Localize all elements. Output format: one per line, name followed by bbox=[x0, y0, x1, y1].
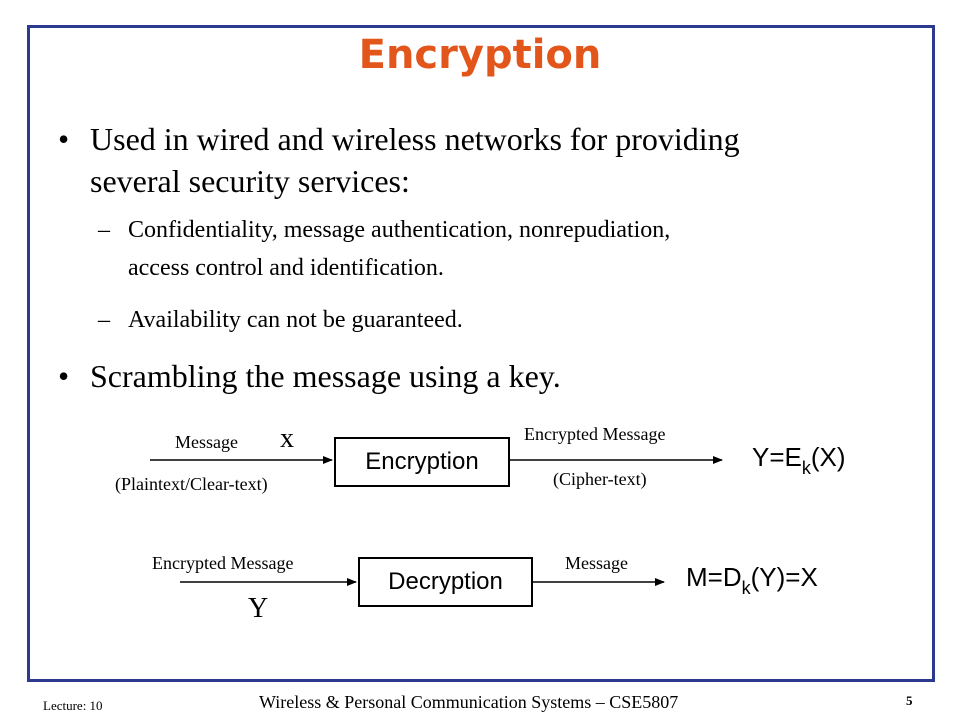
bullet-text-line: several security services: bbox=[90, 163, 410, 199]
subbullet-dash: – bbox=[98, 217, 110, 243]
bullet-dot: • bbox=[58, 121, 70, 157]
subbullet-text-line: Availability can not be guaranteed. bbox=[128, 307, 463, 333]
decryption-input-label: Encrypted Message bbox=[152, 553, 294, 573]
footer-lecture: Lecture: 10 bbox=[43, 698, 103, 713]
decryption-box: Decryption bbox=[358, 557, 533, 607]
encryption-input-label: Message bbox=[175, 432, 238, 452]
decryption-output-label: Message bbox=[565, 553, 628, 573]
footer-page-number: 5 bbox=[906, 693, 913, 708]
bullet-text-line: Used in wired and wireless networks for … bbox=[90, 121, 740, 157]
decryption-input-variable: Y bbox=[248, 593, 269, 624]
subbullet-text-line: access control and identification. bbox=[128, 255, 444, 281]
decryption-formula: M=Dk(Y)=X bbox=[686, 562, 818, 599]
bullet-dot: • bbox=[58, 358, 70, 394]
decryption-box-label: Decryption bbox=[388, 568, 503, 595]
bullet-text-line: Scrambling the message using a key. bbox=[90, 358, 561, 394]
formula-text: (Y)=X bbox=[750, 562, 818, 592]
slide-frame bbox=[27, 25, 935, 682]
encryption-output-sublabel: (Cipher-text) bbox=[553, 469, 647, 489]
subbullet-text-line: Confidentiality, message authentication,… bbox=[128, 217, 671, 243]
encryption-formula: Y=Ek(X) bbox=[752, 442, 846, 479]
formula-text: (X) bbox=[810, 442, 846, 472]
encryption-box: Encryption bbox=[334, 437, 510, 487]
formula-subscript: k bbox=[741, 578, 751, 598]
slide-title: Encryption bbox=[358, 32, 602, 78]
formula-subscript: k bbox=[801, 458, 811, 478]
footer-course: Wireless & Personal Communication System… bbox=[259, 692, 679, 712]
encryption-input-sublabel: (Plaintext/Clear-text) bbox=[115, 474, 268, 494]
encryption-input-variable: x bbox=[280, 423, 294, 454]
encryption-output-label: Encrypted Message bbox=[524, 424, 666, 444]
subbullet-dash: – bbox=[98, 307, 110, 333]
formula-text: M=D bbox=[686, 562, 742, 592]
formula-text: Y=E bbox=[752, 442, 802, 472]
encryption-box-label: Encryption bbox=[365, 448, 479, 475]
